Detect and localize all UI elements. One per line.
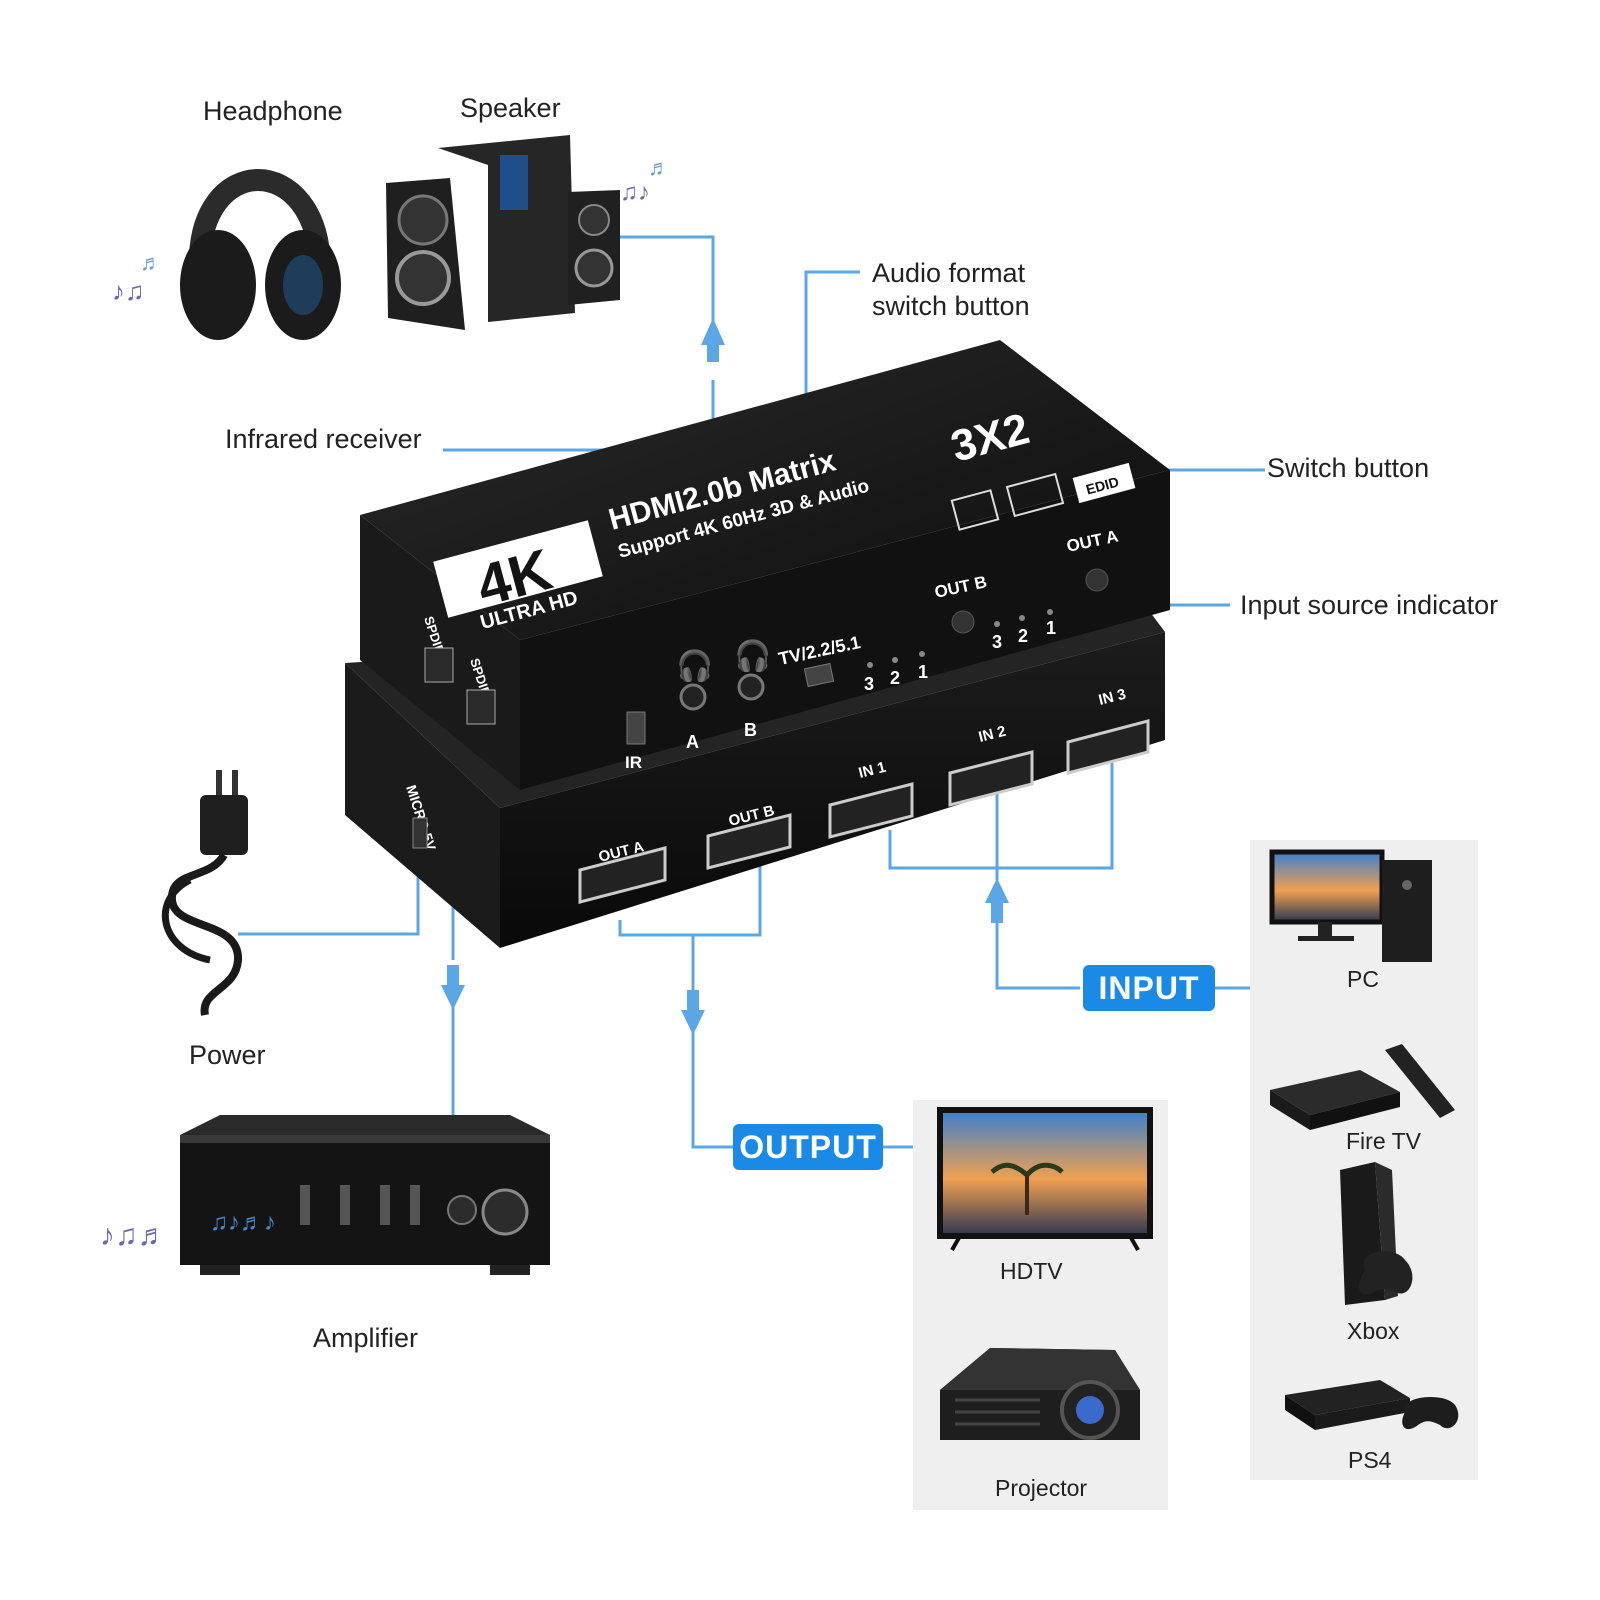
arrow-up-speaker-tail bbox=[707, 344, 719, 362]
out-a-button[interactable] bbox=[1085, 568, 1109, 592]
hdmi-in-1-port[interactable] bbox=[828, 782, 914, 839]
label-projector: Projector bbox=[995, 1475, 1088, 1501]
speaker-image: ♫♪ ♬ bbox=[386, 135, 670, 330]
hdmi-out-a-port[interactable] bbox=[578, 846, 667, 904]
hdmi-ports: OUT A OUT B IN 1 IN 2 IN 3 bbox=[578, 686, 1150, 904]
label-headphone: Headphone bbox=[203, 96, 343, 126]
label-amplifier: Amplifier bbox=[313, 1323, 419, 1353]
arrow-down-output bbox=[681, 1010, 705, 1035]
label-ps4: PS4 bbox=[1348, 1447, 1392, 1473]
jack-a-label: A bbox=[686, 732, 699, 752]
svg-text:♪♫♬: ♪♫♬ bbox=[100, 1219, 168, 1252]
arrow-up-speaker bbox=[701, 318, 725, 345]
arrow-up-input-tail bbox=[991, 901, 1003, 923]
jack-b-label: B bbox=[744, 720, 757, 740]
power-adapter-image bbox=[161, 770, 248, 1016]
audio-format-switch[interactable] bbox=[803, 662, 835, 688]
micro-5v-port[interactable] bbox=[412, 817, 428, 849]
input-badge: INPUT bbox=[1083, 965, 1215, 1011]
indicator-a-1: 1 bbox=[1046, 618, 1056, 638]
svg-text:♬: ♬ bbox=[140, 250, 162, 275]
svg-text:♫♪: ♫♪ bbox=[620, 179, 650, 206]
arrow-down-amplifier-tail bbox=[447, 965, 459, 987]
svg-text:♬: ♬ bbox=[648, 155, 670, 180]
port-in-3-label: IN 3 bbox=[1097, 686, 1128, 709]
output-badge: OUTPUT bbox=[733, 1124, 883, 1170]
label-speaker: Speaker bbox=[460, 93, 561, 123]
fire-tv-image bbox=[1270, 1044, 1455, 1130]
label-audio-format: Audio format bbox=[872, 258, 1026, 288]
headphone-jack-a[interactable] bbox=[679, 683, 707, 711]
label-hdtv: HDTV bbox=[1000, 1258, 1063, 1284]
arrow-down-amplifier bbox=[441, 985, 465, 1010]
spdif-a-port[interactable] bbox=[424, 647, 454, 683]
headphone-jack-b[interactable] bbox=[737, 673, 765, 701]
label-pc: PC bbox=[1347, 966, 1379, 992]
hdtv-image bbox=[937, 1107, 1153, 1251]
headphone-icon-b: 🎧 bbox=[734, 638, 771, 673]
xbox-image bbox=[1340, 1162, 1413, 1305]
indicator-a-3: 3 bbox=[992, 632, 1002, 652]
label-switch-button: Switch button bbox=[1267, 453, 1430, 483]
label-infrared-receiver: Infrared receiver bbox=[225, 424, 422, 454]
spdif-b-port[interactable] bbox=[466, 689, 496, 725]
port-in-2-label: IN 2 bbox=[977, 723, 1008, 746]
label-input-source-indicator: Input source indicator bbox=[1240, 590, 1499, 620]
ir-label: IR bbox=[625, 753, 642, 772]
arrow-up-input bbox=[985, 878, 1009, 903]
indicator-a-2: 2 bbox=[1018, 626, 1028, 646]
hdmi-in-3-port[interactable] bbox=[1066, 719, 1150, 775]
headphone-image: ♪♫ ♬ bbox=[112, 169, 341, 340]
port-in-1-label: IN 1 bbox=[857, 759, 888, 782]
ps4-image bbox=[1285, 1380, 1459, 1430]
amplifier-image: ♪♫♬ ♫♪♬♪ bbox=[100, 1115, 550, 1275]
arrow-down-output-tail bbox=[687, 990, 699, 1012]
pc-image bbox=[1269, 849, 1432, 962]
headphone-icon-a: 🎧 bbox=[676, 648, 713, 683]
projector-image bbox=[940, 1348, 1140, 1440]
out-b-button[interactable] bbox=[951, 610, 975, 634]
indicator-b-3: 3 bbox=[864, 674, 874, 694]
arrows bbox=[441, 318, 1009, 1035]
ir-receiver-window bbox=[626, 711, 646, 745]
svg-text:♪♫: ♪♫ bbox=[112, 276, 145, 306]
indicator-b-2: 2 bbox=[890, 668, 900, 688]
svg-text:♫♪♬♪: ♫♪♬♪ bbox=[210, 1209, 276, 1236]
label-power: Power bbox=[189, 1040, 266, 1070]
label-fire-tv: Fire TV bbox=[1346, 1128, 1421, 1154]
indicator-b-1: 1 bbox=[918, 662, 928, 682]
label-xbox: Xbox bbox=[1347, 1318, 1400, 1344]
label-switch-button-line2: switch button bbox=[872, 291, 1030, 321]
hdmi-out-b-port[interactable] bbox=[706, 813, 792, 870]
hdmi-in-2-port[interactable] bbox=[948, 750, 1034, 807]
